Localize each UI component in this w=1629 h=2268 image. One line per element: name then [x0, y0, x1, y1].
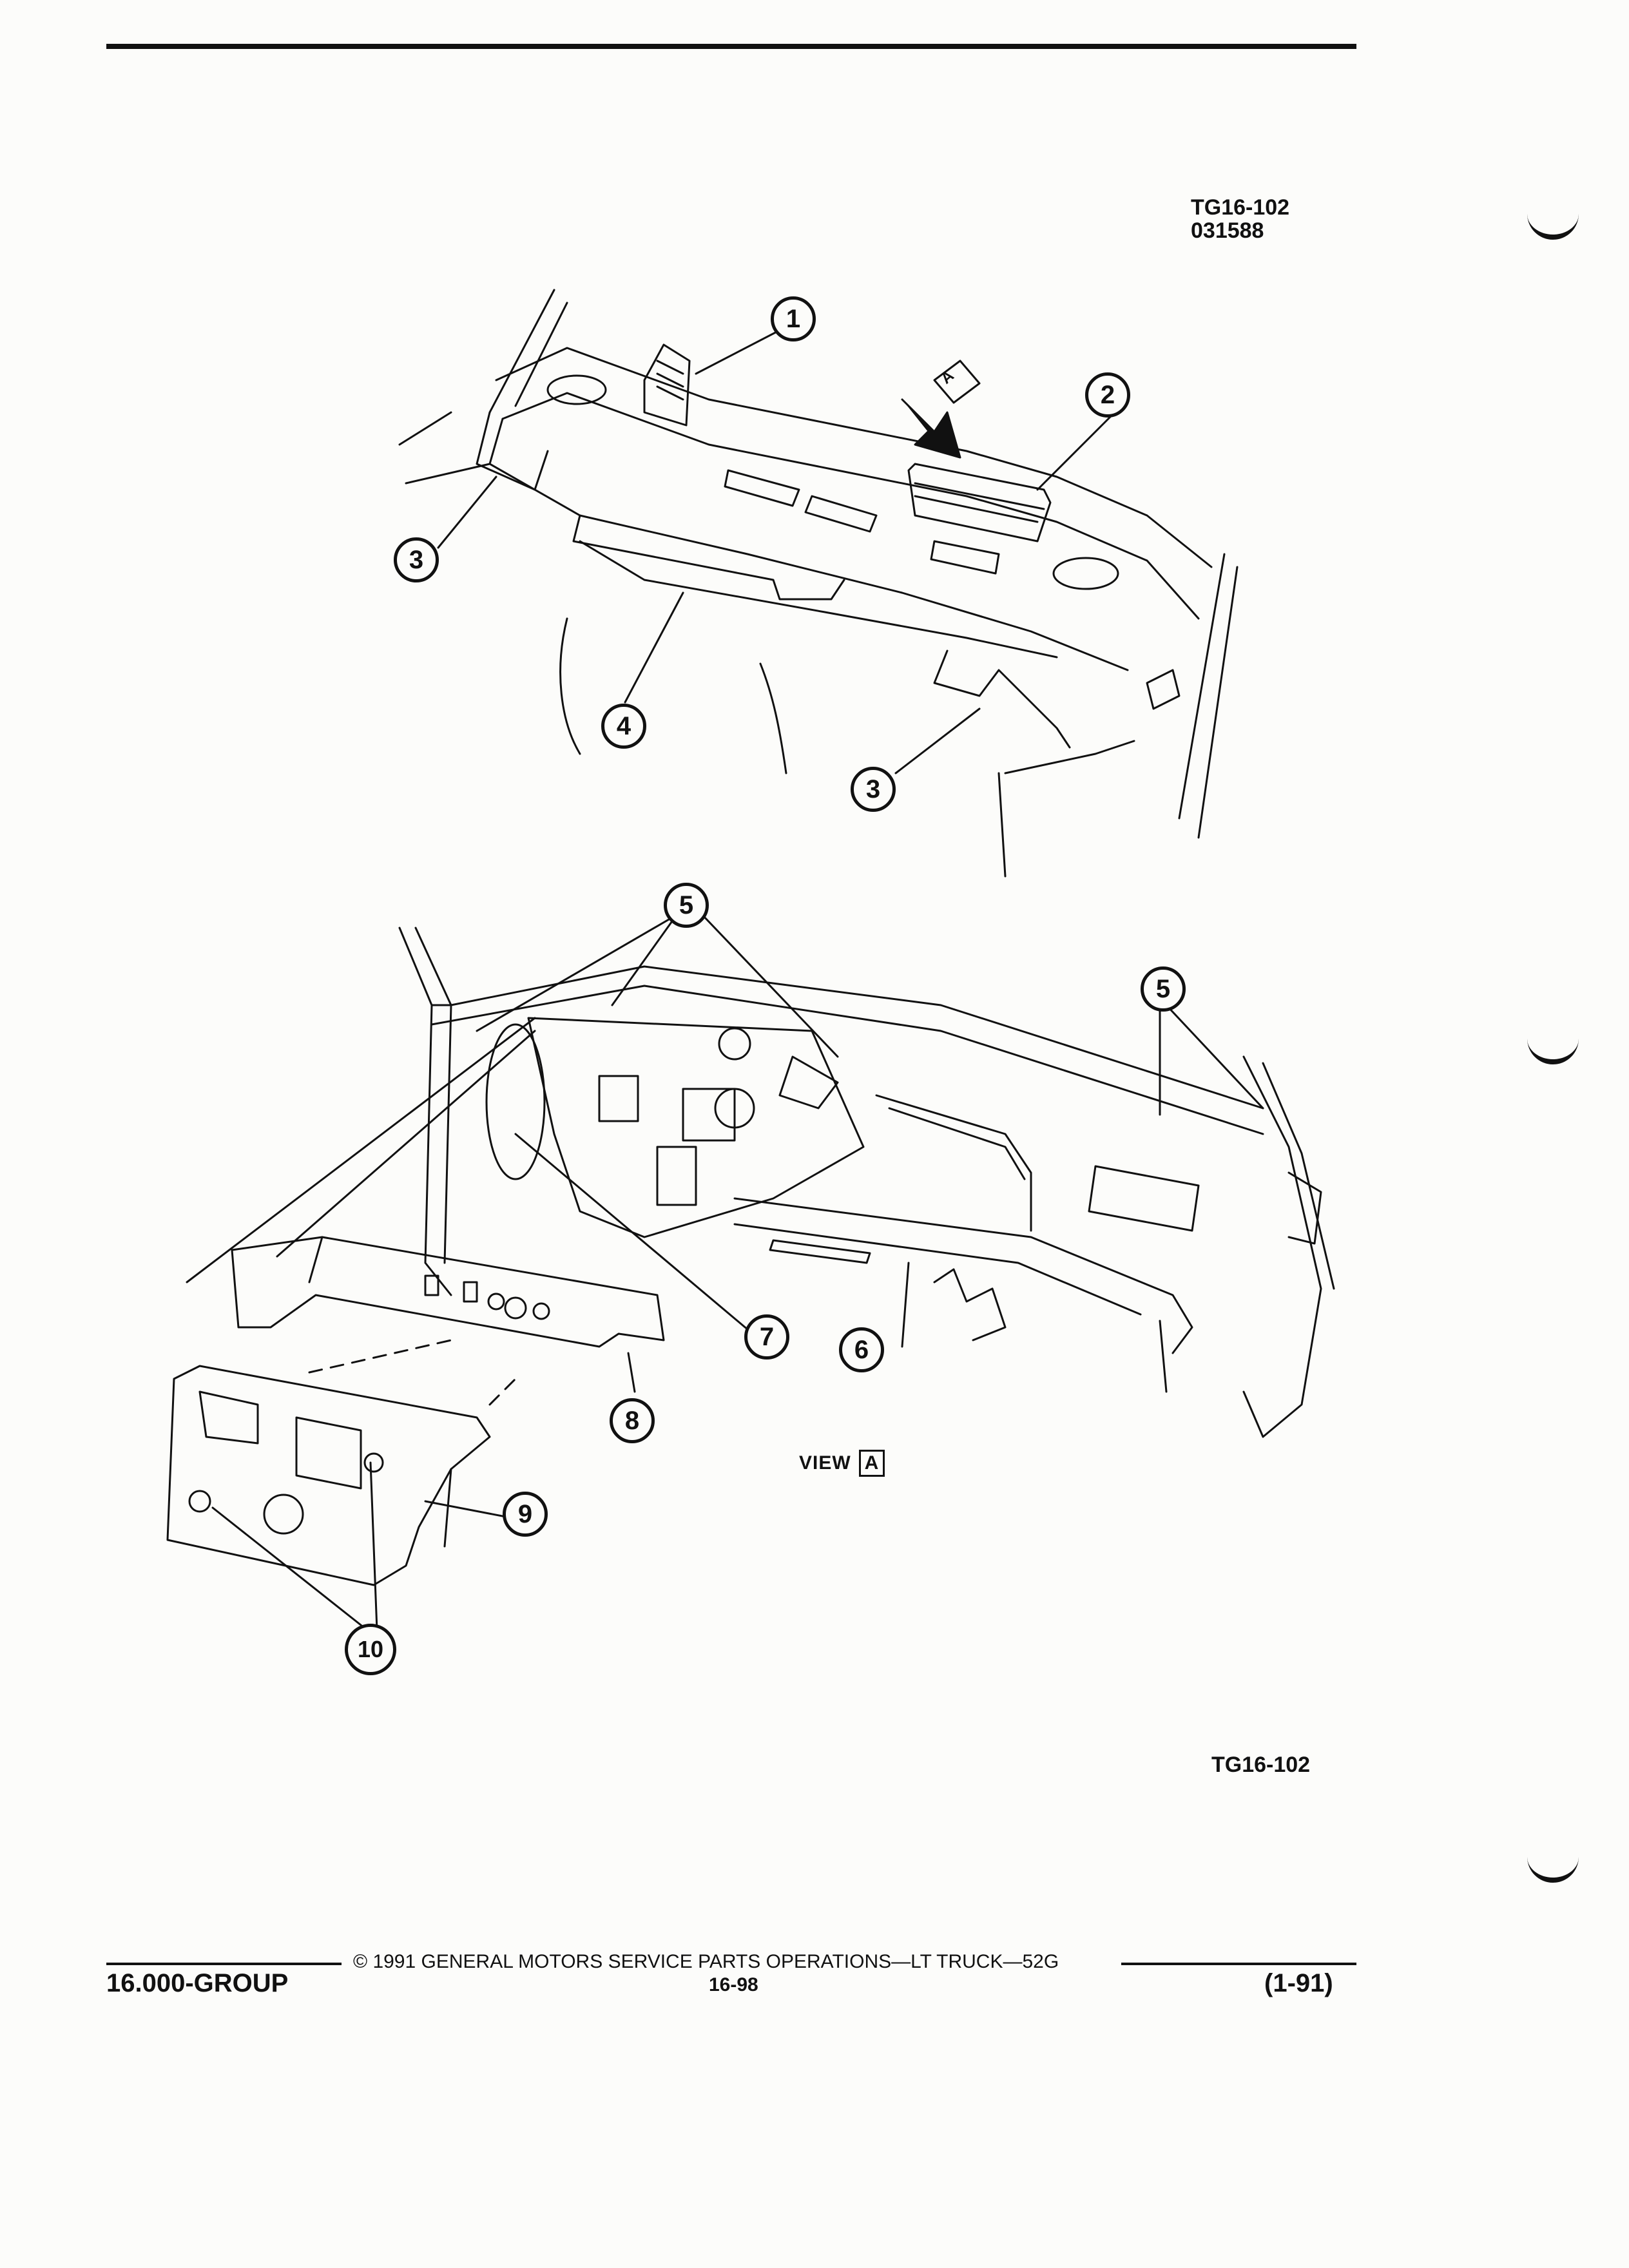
- figure-code-bottom: TG16-102: [1211, 1753, 1311, 1777]
- top-rule: [106, 44, 1356, 49]
- callout-8: 8: [610, 1398, 655, 1443]
- callout-3: 3: [394, 537, 439, 582]
- callout-6: 6: [839, 1327, 884, 1372]
- callout-2: 2: [1085, 372, 1130, 418]
- callout-1: 1: [771, 296, 816, 341]
- callout-3: 3: [851, 767, 896, 812]
- footer-copyright: © 1991 GENERAL MOTORS SERVICE PARTS OPER…: [353, 1951, 1059, 1972]
- callout-4: 4: [601, 704, 646, 749]
- callout-7: 7: [744, 1314, 789, 1360]
- upper-view: [398, 289, 1239, 878]
- binder-mark: [1527, 213, 1579, 240]
- figure-code-top: TG16-102 031588: [1191, 196, 1289, 242]
- figure-code-line: TG16-102: [1191, 195, 1290, 220]
- view-caption: VIEW A: [799, 1450, 885, 1477]
- footer-rule-right: [1121, 1963, 1356, 1965]
- footer-page-number: 16-98: [709, 1974, 758, 1995]
- callout-5: 5: [1141, 966, 1186, 1012]
- view-label: VIEW: [799, 1452, 851, 1474]
- binder-mark: [1527, 1856, 1579, 1883]
- footer-revision-date: (1-91): [1264, 1969, 1333, 1997]
- footer-group: 16.000-GROUP: [106, 1969, 289, 1997]
- callout-9: 9: [503, 1492, 548, 1537]
- callout-5: 5: [664, 883, 709, 928]
- binder-mark: [1527, 1037, 1579, 1064]
- view-letter: A: [858, 1450, 885, 1477]
- figure-date-code: 031588: [1191, 218, 1264, 243]
- callout-10: 10: [345, 1624, 396, 1675]
- footer-rule-left: [106, 1963, 342, 1965]
- lower-view: [166, 914, 1335, 1631]
